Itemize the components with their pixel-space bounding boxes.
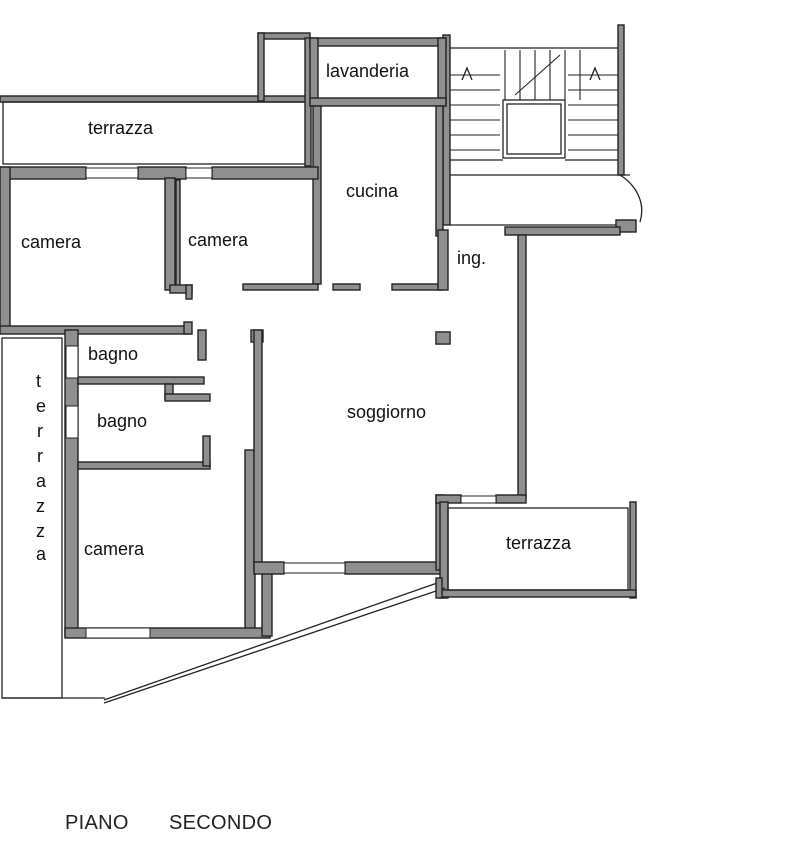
vertical-letter: e [36,396,46,416]
room-label-terrazza-left: t e r r a z z a [36,371,47,564]
vertical-letter: a [36,544,47,564]
vertical-letter: z [36,521,45,541]
room-label-camera-1: camera [21,232,82,252]
windows [65,167,497,639]
column [435,331,451,345]
footer-level: SECONDO [169,812,273,834]
vertical-letter: z [36,496,45,516]
room-label-cucina: cucina [346,181,399,201]
room-label-bagno-2: bagno [97,411,147,431]
vertical-letter: t [36,371,41,391]
room-label-lavanderia: lavanderia [326,61,410,81]
room-label-terrazza-top: terrazza [88,118,154,138]
vertical-letter: a [36,471,47,491]
vertical-letter: r [37,421,43,441]
room-label-ingresso: ing. [457,248,486,268]
walls [0,32,637,704]
room-label-camera-3: camera [84,539,145,559]
room-label-bagno-1: bagno [88,344,138,364]
room-label-soggiorno: soggiorno [347,402,426,422]
staircase [442,24,643,233]
room-label-terrazza-right: terrazza [506,533,572,553]
vertical-letter: r [37,446,43,466]
footer-floor: PIANO [65,812,129,834]
room-label-camera-2: camera [188,230,249,250]
